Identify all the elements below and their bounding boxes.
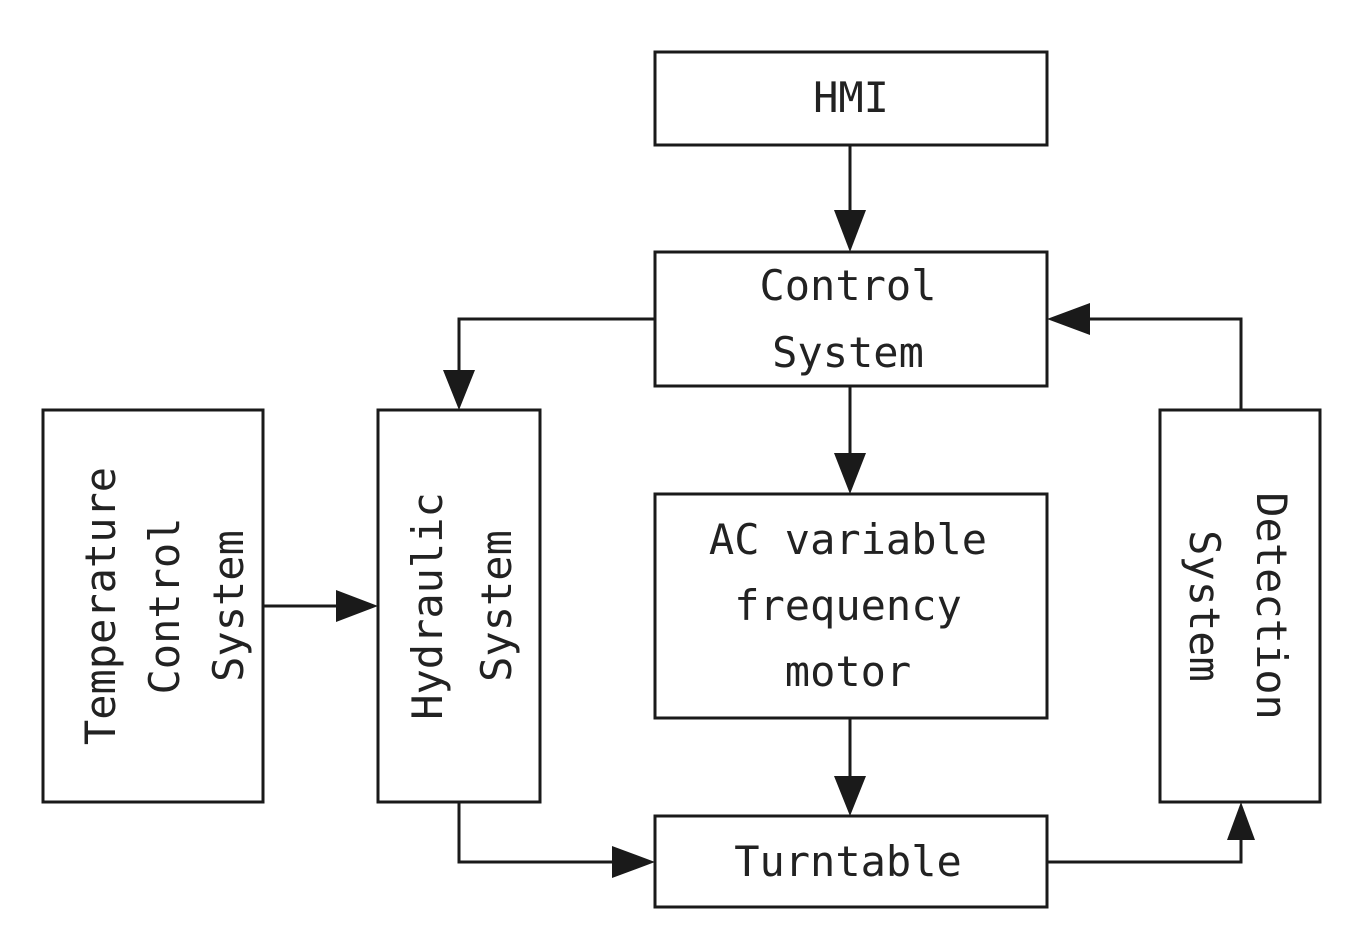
ac-motor-label-line3: motor bbox=[785, 647, 911, 696]
arrow-detection-to-control bbox=[1090, 317, 1243, 410]
ac-motor-label-line2: frequency bbox=[734, 581, 962, 630]
detection-label-line2: System bbox=[1180, 530, 1229, 682]
arrowhead-hydraulic-down bbox=[443, 370, 475, 410]
ac-motor-label-line1: AC variable bbox=[709, 515, 987, 564]
arrow-turntable-to-detection bbox=[1047, 840, 1243, 864]
hydraulic-label-line1: Hydraulic bbox=[403, 492, 452, 720]
temperature-label-line1: Temperature bbox=[76, 467, 125, 745]
hydraulic-label-line2: System bbox=[472, 530, 521, 682]
detection-system-block: Detection System bbox=[1158, 408, 1322, 804]
turntable-label: Turntable bbox=[734, 837, 962, 886]
arrowhead-hydraulic-right bbox=[336, 590, 378, 622]
hmi-block: HMI bbox=[653, 50, 1049, 147]
temperature-label-line3: System bbox=[204, 530, 253, 682]
arrowhead-turntable-down bbox=[834, 776, 866, 816]
arrowhead-detection-up bbox=[1227, 802, 1255, 840]
temperature-control-block: Temperature Control System bbox=[41, 408, 265, 804]
temperature-label-line2: Control bbox=[140, 517, 189, 694]
hmi-label: HMI bbox=[813, 73, 889, 122]
ac-motor-block: AC variable frequency motor bbox=[653, 492, 1049, 720]
arrow-control-to-hydraulic bbox=[457, 317, 655, 370]
arrowhead-motor-down bbox=[834, 453, 866, 494]
turntable-block: Turntable bbox=[653, 814, 1049, 909]
arrowhead-control-left bbox=[1047, 303, 1090, 335]
arrowhead-control-down bbox=[834, 210, 866, 252]
control-system-label-line2: System bbox=[772, 328, 924, 377]
arrow-hydraulic-to-turntable bbox=[457, 802, 612, 864]
detection-label-line1: Detection bbox=[1247, 492, 1296, 720]
arrowhead-turntable-right bbox=[612, 846, 655, 878]
control-system-label-line1: Control bbox=[759, 261, 936, 310]
hydraulic-system-block: Hydraulic System bbox=[376, 408, 542, 804]
control-system-block: Control System bbox=[653, 250, 1049, 388]
